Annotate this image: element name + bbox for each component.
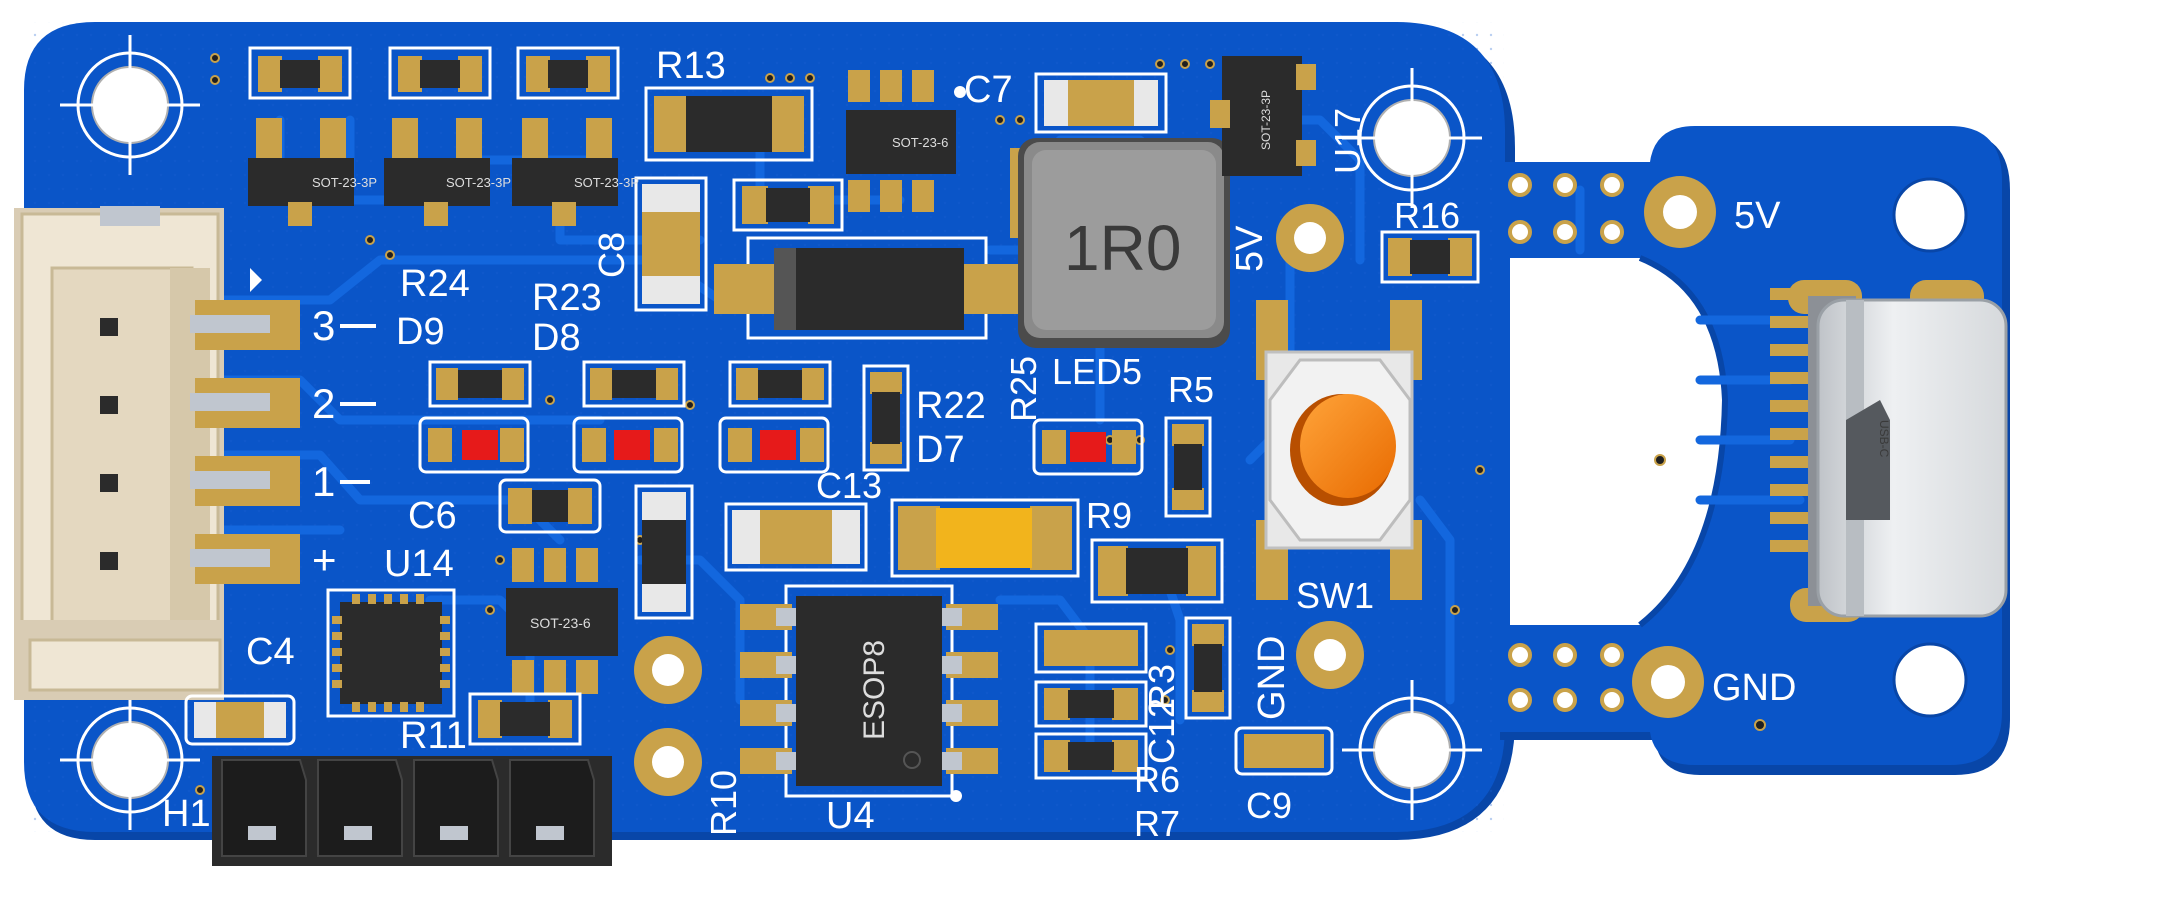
tactile-switch-sw1: [1256, 300, 1422, 600]
resistor-r9: [1090, 538, 1224, 604]
test-pads: [634, 176, 1716, 796]
pkg-q3: SOT-23-3P: [574, 175, 639, 190]
label-r5: R5: [1168, 369, 1214, 410]
pin-label-3: 3: [312, 302, 335, 349]
pin-label-plus: +: [312, 536, 337, 583]
pkg-sot-top: SOT-23-6: [892, 135, 948, 150]
resistor-r16: [1380, 230, 1480, 284]
capacitor-c13: [724, 502, 868, 572]
label-5v-main: 5V: [1229, 225, 1271, 272]
label-u17: U17: [1327, 108, 1368, 174]
label-c7: C7: [964, 69, 1013, 111]
label-r16: R16: [1394, 195, 1460, 236]
capacitor-c7: [1034, 72, 1168, 134]
pkg-inductor: 1R0: [1064, 212, 1181, 284]
test-pad-left-low: [634, 728, 702, 796]
label-r23: R23: [532, 277, 602, 319]
resistor-r5: [1164, 416, 1212, 518]
mounting-holes: [60, 35, 1968, 830]
package-markings: SOT-23-3P SOT-23-3P SOT-23-3P SOT-23-6 S…: [312, 90, 1891, 740]
label-c6: C6: [408, 495, 457, 537]
label-r10: R10: [703, 770, 744, 836]
usb-c-connector: [1770, 280, 2008, 622]
diode-sma: [714, 236, 1022, 340]
label-r24: R24: [400, 263, 470, 305]
label-c13: C13: [816, 465, 882, 506]
capacitor-c8: [634, 176, 708, 312]
capacitor-c4: [184, 694, 296, 746]
sot23-row-top: [248, 46, 620, 226]
test-pad-5v-main: [1276, 204, 1344, 272]
jst-connector: [14, 206, 300, 700]
mounting-hole-bottom-right: [1342, 680, 1482, 820]
label-u14: U14: [384, 543, 454, 585]
sot23-6-mid: [506, 548, 618, 694]
tab-vias: [1508, 173, 1624, 712]
pkg-q2: SOT-23-3P: [446, 175, 511, 190]
tab-holes: [1892, 177, 1968, 718]
label-led5: LED5: [1052, 351, 1142, 392]
label-u4: U4: [826, 795, 875, 837]
pkg-usb: USB-C: [1877, 420, 1891, 458]
ic-u14-qfn: [326, 588, 456, 718]
pin-label-2: 2: [312, 380, 335, 427]
resistor-vertical-mid: [634, 484, 694, 620]
resistor-r11: [468, 692, 582, 746]
mounting-hole-top-right: [1342, 68, 1482, 208]
label-r25: R25: [1003, 356, 1044, 422]
label-gnd-sw: GND: [1251, 636, 1293, 720]
pkg-u17: SOT-23-3P: [1259, 90, 1273, 150]
pin-label-1: 1: [312, 458, 335, 505]
test-pad-gnd-tab: [1632, 646, 1704, 718]
label-d8: D8: [532, 317, 581, 359]
resistor-r13: [644, 86, 814, 162]
mounting-hole-bottom-left: [60, 690, 200, 830]
label-r11: R11: [400, 715, 467, 757]
label-d9: D9: [396, 311, 445, 353]
ic-u17: [1210, 56, 1316, 176]
silkscreen-labels: R13 C7 R16 R24 R23 D9 D8 R22 LED5 R5 D7 …: [162, 45, 1796, 844]
pin-header-h1: [212, 756, 612, 866]
test-pad-5v-tab: [1644, 176, 1716, 248]
label-r3: R3: [1141, 664, 1182, 710]
label-c4: C4: [246, 631, 295, 673]
pkg-esop8: ESOP8: [858, 640, 891, 740]
ic-u4-esop8: [740, 584, 998, 802]
label-c8: C8: [591, 232, 632, 278]
vias: [195, 53, 1766, 795]
fuse-amber: [890, 498, 1080, 578]
pkg-q1: SOT-23-3P: [312, 175, 377, 190]
label-5v-tab: 5V: [1734, 195, 1781, 237]
label-r13: R13: [656, 45, 726, 87]
label-c12: C12: [1141, 698, 1182, 764]
test-pad-gnd-main: [1296, 621, 1364, 689]
label-r7: R7: [1134, 803, 1180, 844]
label-gnd-tab: GND: [1712, 667, 1796, 709]
label-r6: R6: [1134, 759, 1180, 800]
led-row: [418, 360, 910, 474]
resistor-small-top: [732, 178, 844, 232]
inductor-1r0: [1010, 138, 1230, 348]
mounting-hole-top-left: [60, 35, 200, 175]
label-r9: R9: [1086, 495, 1132, 536]
capacitor-c6: [498, 478, 602, 534]
test-pad-left-mid: [634, 636, 702, 704]
label-d7: D7: [916, 429, 965, 471]
sot23-6-top: [846, 70, 966, 212]
led5: [1032, 418, 1144, 476]
passives-bottom-right: [1034, 616, 1334, 780]
label-h1: H1: [162, 793, 211, 835]
pkg-sot-mid: SOT-23-6: [530, 615, 591, 631]
label-c9: C9: [1246, 785, 1292, 826]
label-r22: R22: [916, 385, 986, 427]
label-sw1: SW1: [1296, 575, 1374, 616]
